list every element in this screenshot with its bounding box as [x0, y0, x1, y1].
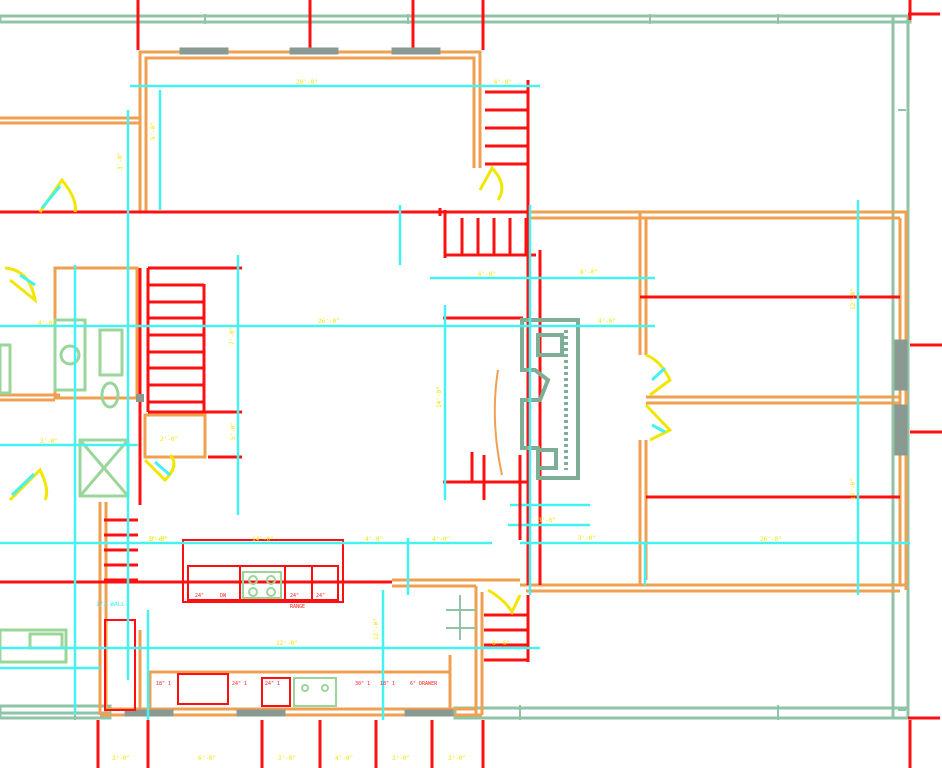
door-swings: [4, 165, 673, 616]
bottom-right-stair: [484, 595, 530, 662]
dim-left-small-3: 4'-0": [38, 320, 56, 327]
counter-label-5: 18" 1: [380, 681, 395, 687]
dim-left-v2: 3'-0": [117, 152, 124, 170]
dishwasher-label: DW: [220, 593, 227, 599]
bottom-counter: [104, 619, 337, 711]
fireplace: [493, 318, 580, 480]
island-label-3: 24": [316, 593, 325, 599]
dim-kitchen-2: 4'-0": [365, 536, 383, 543]
island-range-label: RANGE: [290, 604, 305, 610]
dim-bottom-5: 3'-0": [392, 755, 410, 762]
half-wall-label-group: 1/2 WALL: [96, 601, 125, 608]
counter-label-4: 30" 1: [355, 681, 370, 687]
door-panels: [10, 185, 667, 497]
top-stair: [485, 80, 530, 212]
counter-label-2: 24" 1: [232, 681, 247, 687]
dimension-labels: 20'-0" 6'-0" 5'-0" 3'-0" 26'-0" 14'-0" 6…: [38, 79, 857, 762]
dim-center-v: 14'-0": [436, 386, 443, 408]
dim-left-small-2: 3'-0": [40, 438, 58, 445]
dim-left-small-1: 2'-0": [160, 436, 178, 443]
dim-kitchen-4: 3'-0": [578, 535, 596, 542]
island-label-2: 24": [290, 593, 299, 599]
dim-right-v2: 12'-0": [850, 478, 857, 500]
dim-fireplace-2: 3'-6": [538, 517, 556, 524]
dim-stair-bottom: 8'-0": [492, 640, 510, 647]
dim-bottom-1: 3'-0": [112, 755, 130, 762]
kitchen-island: [182, 539, 344, 603]
dim-bottom-4: 4'-0": [335, 755, 353, 762]
dim-side-2: 5'-0": [230, 422, 237, 440]
dim-kitchen-3: 4'-0": [432, 536, 450, 543]
dim-pantry: 12'-0": [373, 618, 380, 640]
center-stair: [443, 210, 536, 258]
dim-fireplace-1: 4'-0": [598, 318, 616, 325]
counter-label-3: 24" 1: [265, 681, 280, 687]
dim-right-bottom: 26'-0": [760, 536, 782, 543]
dim-top-room: 20'-0": [296, 79, 318, 86]
dim-island-left: 3'-0": [150, 536, 168, 543]
windows: [124, 47, 908, 717]
bottom-left-stair: [104, 518, 138, 582]
dimension-lines: [0, 84, 910, 720]
dim-bottom-2: 6'-0": [198, 755, 216, 762]
island-label-1: 24": [195, 593, 204, 599]
dim-side-left: 7'-0": [229, 327, 236, 345]
dim-kitchen-1: 14'-0": [252, 536, 274, 543]
dim-right-v1: 12'-0": [850, 288, 857, 310]
misc-details: [136, 208, 522, 640]
interior-walls: [0, 50, 908, 717]
dim-stair-top: 6'-0": [494, 79, 512, 86]
dim-center-h: 26'-0": [318, 318, 340, 325]
half-wall-label: 1/2 WALL: [96, 601, 125, 608]
cabinet-labels: 18" 1 24" 1 24" 1 30" 1 18" 1 6" DRAWER …: [156, 593, 438, 687]
dim-bottom-7: 3'-0": [148, 536, 166, 543]
dim-bottom-3: 3'-0": [278, 755, 296, 762]
counter-label-1: 18" 1: [156, 681, 171, 687]
dim-bottom-6: 3'-0": [448, 755, 466, 762]
counter-label-6: 6" DRAWER: [410, 681, 438, 687]
dim-left-v1: 5'-0": [150, 122, 157, 140]
main-stair: [146, 268, 206, 412]
dim-pantry-h: 12'-0": [276, 640, 298, 647]
dim-right-top: 8'-0": [580, 269, 598, 276]
dim-right-mid: 6'-0": [478, 271, 496, 278]
